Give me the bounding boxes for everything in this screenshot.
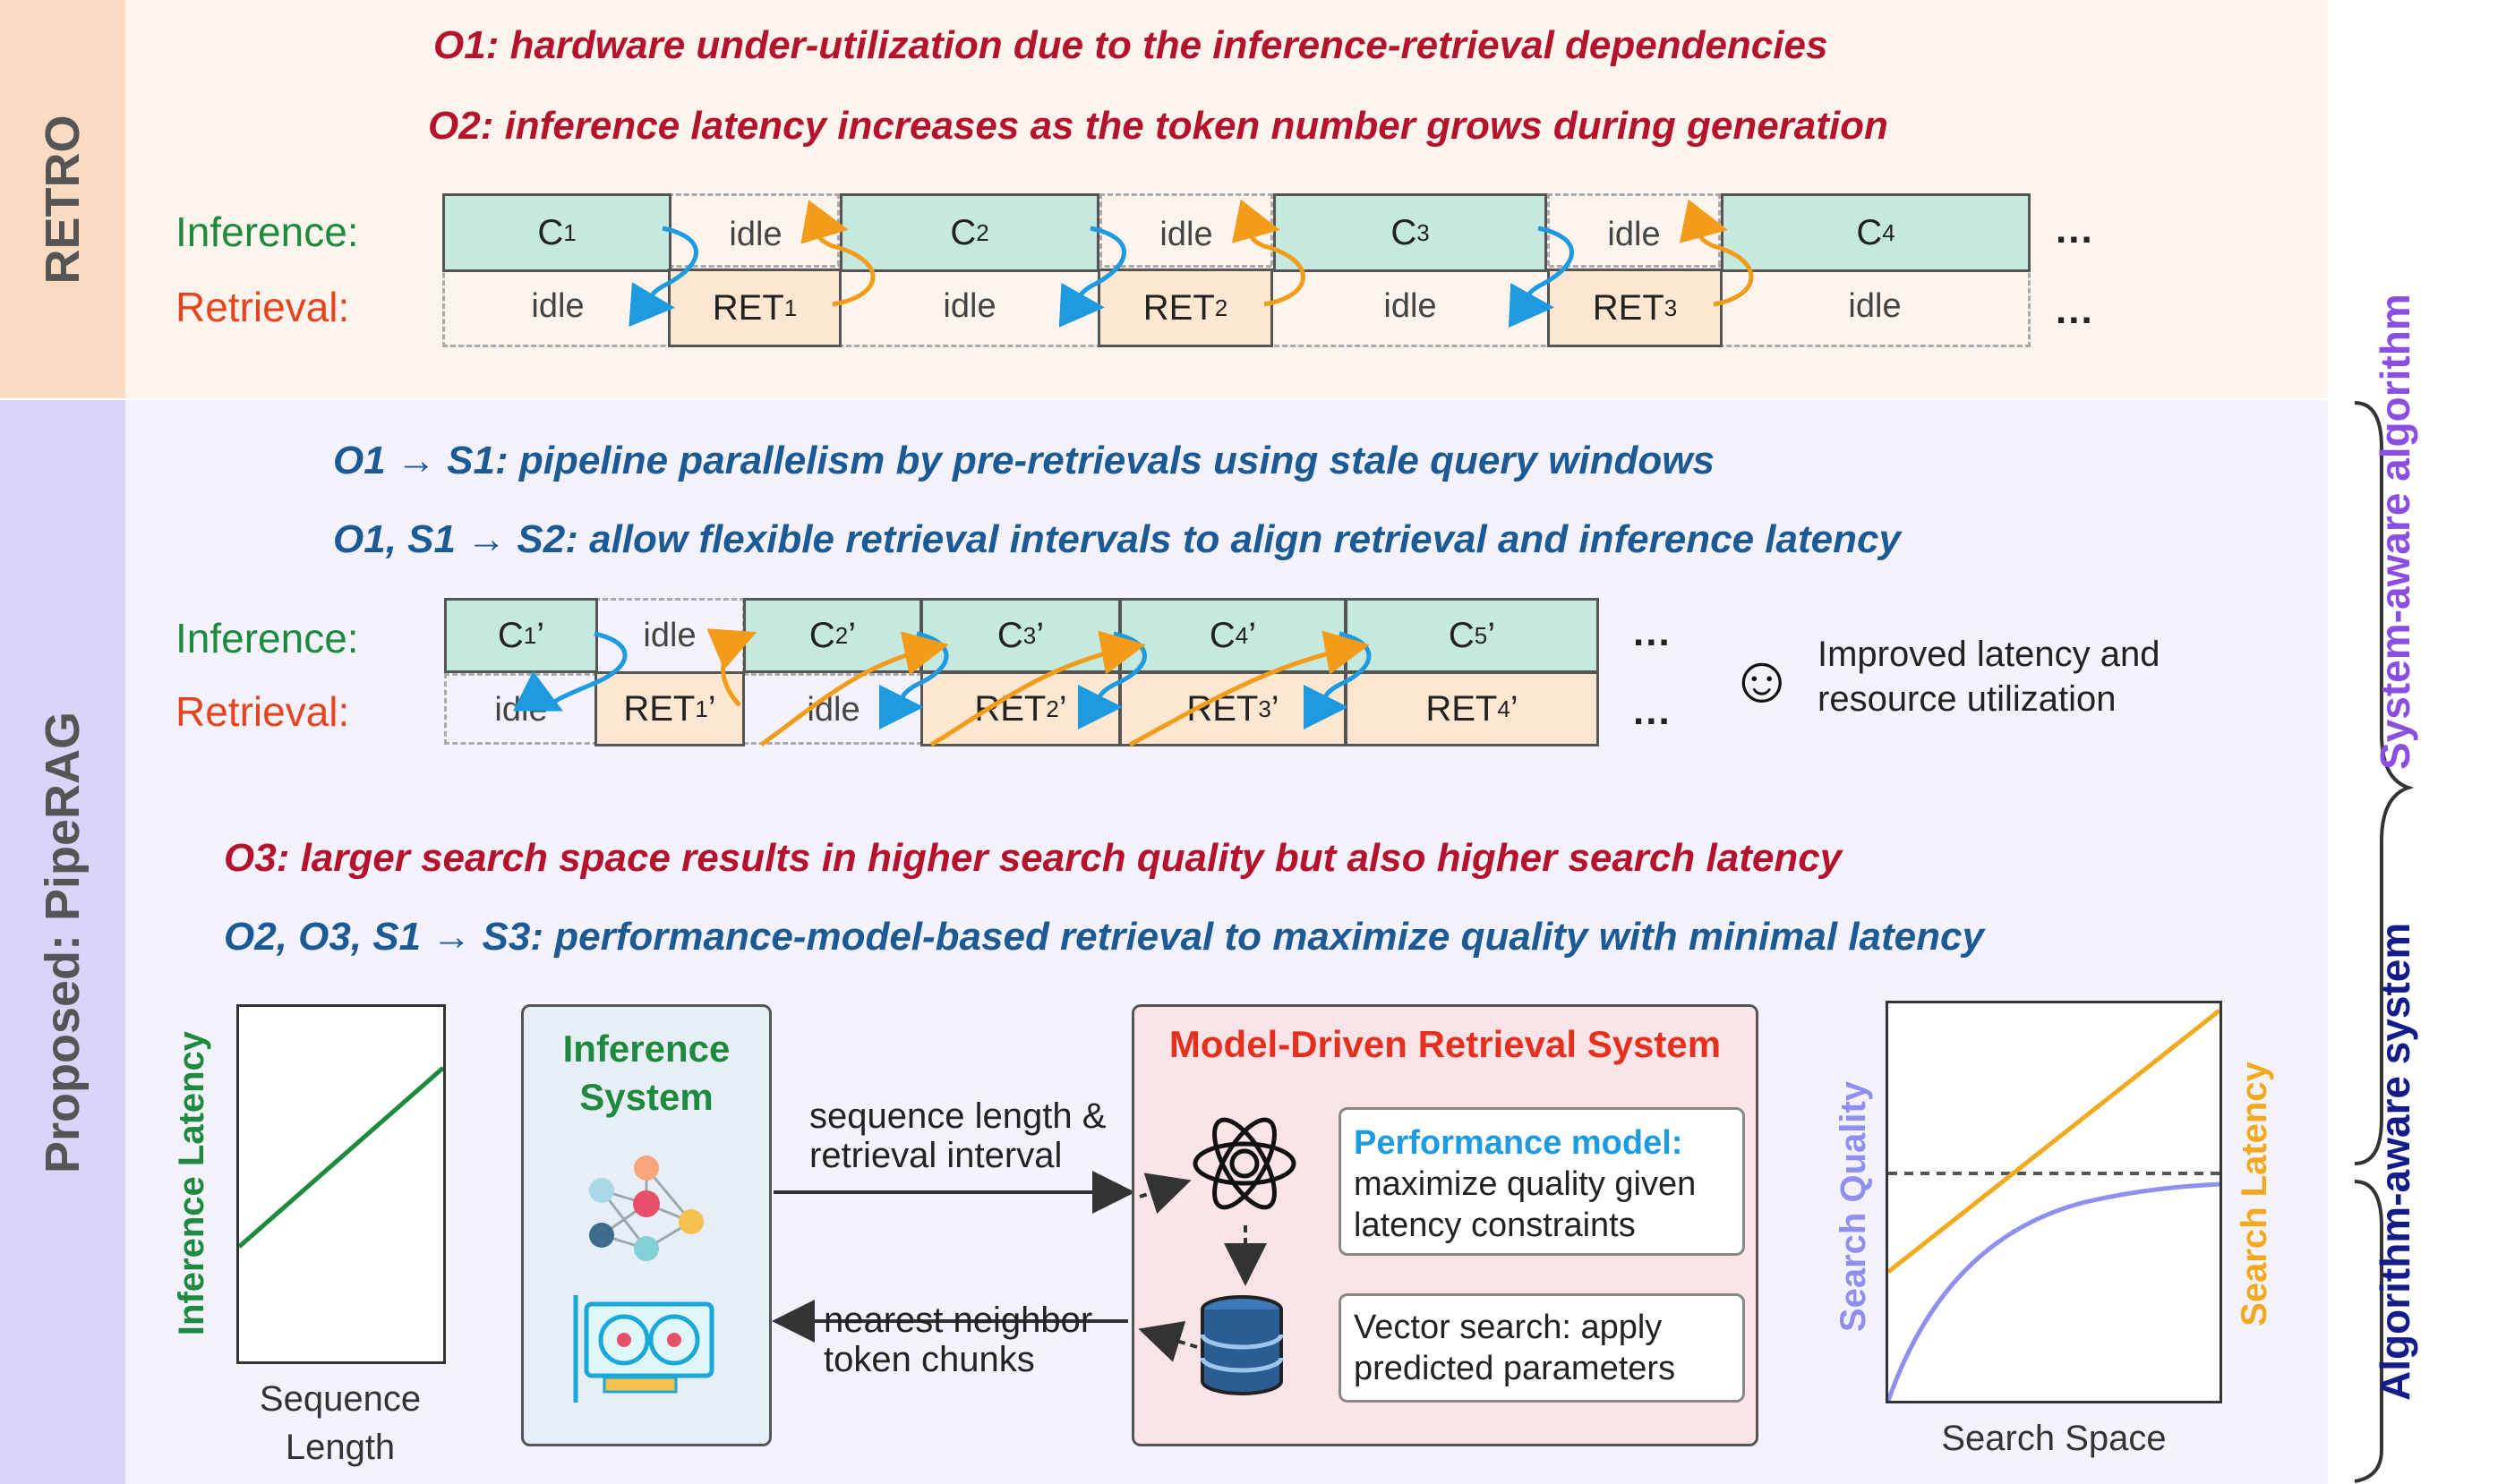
performance-model-title: Performance model: bbox=[1354, 1124, 1683, 1162]
inference-system-title: Inference System bbox=[524, 1025, 769, 1122]
system-arrows bbox=[772, 1171, 1135, 1343]
inference-latency-line bbox=[237, 1066, 445, 1249]
inference-system-title-line1: Inference bbox=[562, 1028, 731, 1070]
pipe-retrieval-label: Retrieval: bbox=[175, 688, 350, 735]
search-space-plot bbox=[1886, 1009, 2221, 1402]
performance-model-line2: latency constraints bbox=[1354, 1207, 1636, 1244]
database-icon bbox=[1200, 1295, 1284, 1395]
solution-s2: O1, S1 → S2: allow flexible retrieval in… bbox=[333, 517, 1901, 561]
arrow-bottom-label-line1: nearest neighbor bbox=[824, 1301, 1093, 1340]
neural-network-icon bbox=[589, 1156, 704, 1261]
left-chart-xlabel-line1: Sequence bbox=[259, 1379, 422, 1419]
retrieval-system-box: Model-Driven Retrieval System Performanc… bbox=[1132, 1004, 1758, 1446]
performance-model-line1: maximize quality given bbox=[1354, 1165, 1697, 1203]
side-braces bbox=[2354, 401, 2415, 1483]
retro-retrieval-ellipsis: ... bbox=[2056, 288, 2094, 332]
pipe-retrieval-ellipsis: ... bbox=[1633, 689, 1672, 733]
pipe-dependency-arrows bbox=[513, 628, 1372, 747]
right-chart-xlabel: Search Space bbox=[1941, 1419, 2167, 1458]
smiley-icon: ☺ bbox=[1728, 642, 1796, 716]
observation-o1: O1: hardware under-utilization due to th… bbox=[433, 23, 1828, 67]
piperag-side-label: Proposed: PipeRAG bbox=[0, 400, 125, 1484]
brace-label-top: System-aware algorithm bbox=[2372, 294, 2418, 770]
brace-label-top-wrap: System-aware algorithm bbox=[2216, 294, 2506, 770]
retro-retrieval-idle-1: idle bbox=[531, 286, 585, 325]
pipe-retrieval-idle-2: idle bbox=[807, 690, 860, 729]
retro-retrieval-idle-3: idle bbox=[1383, 286, 1437, 325]
model-atom-icon bbox=[1193, 1117, 1296, 1210]
improved-line-1: Improved latency and bbox=[1817, 635, 2160, 674]
search-quality-curve bbox=[1886, 1181, 2220, 1402]
left-chart-xlabel-line2: Length bbox=[285, 1428, 396, 1467]
arrow-bottom-label-line2: token chunks bbox=[824, 1340, 1035, 1379]
solution-s3: O2, O3, S1 → S3: performance-model-based… bbox=[224, 915, 1984, 959]
gpu-icon bbox=[573, 1295, 714, 1403]
vector-search-line1: Vector search: apply bbox=[1354, 1309, 1663, 1346]
retro-inference-idle-2: idle bbox=[1159, 215, 1213, 253]
right-chart-ylabel-right: Search Latency bbox=[2235, 1062, 2274, 1326]
left-chart-ylabel-wrap: Inference Latency bbox=[0, 1031, 389, 1335]
inference-system-box: Inference System bbox=[521, 1004, 772, 1446]
vector-search-box: Vector search: apply predicted parameter… bbox=[1339, 1293, 1745, 1403]
observation-o3: O3: larger search space results in highe… bbox=[224, 836, 1843, 880]
right-chart-ylabel-left: Search Quality bbox=[1834, 1080, 1873, 1333]
vector-search-line2: predicted parameters bbox=[1354, 1350, 1676, 1387]
inference-system-title-line2: System bbox=[579, 1076, 714, 1118]
pipe-inference-idle: idle bbox=[643, 616, 697, 654]
retro-inference-ellipsis: ... bbox=[2056, 208, 2094, 252]
pipe-inference-ellipsis: ... bbox=[1633, 610, 1672, 654]
search-latency-line bbox=[1886, 1009, 2221, 1274]
retro-side-label: RETRO bbox=[0, 0, 125, 398]
retro-inference-idle-1: idle bbox=[729, 215, 783, 253]
pipe-retrieval-idle-track-2 bbox=[743, 673, 922, 745]
retro-retrieval-idle-2: idle bbox=[943, 286, 996, 325]
brace-algorithm-aware bbox=[2354, 1180, 2383, 1483]
retro-retrieval-label: Retrieval: bbox=[175, 284, 350, 330]
retro-dependency-arrows bbox=[629, 199, 1754, 328]
retro-inference-label: Inference: bbox=[175, 209, 359, 255]
inference-latency-chart bbox=[236, 1004, 446, 1364]
arrow-top-label-line1: sequence length & bbox=[809, 1096, 1107, 1136]
internal-arrows bbox=[1138, 1173, 1267, 1362]
improved-line-2: resource utilization bbox=[1817, 679, 2117, 719]
performance-model-box: Performance model: maximize quality give… bbox=[1339, 1107, 1745, 1256]
search-space-chart bbox=[1886, 1001, 2222, 1403]
right-chart-ylabel-right-wrap: Search Latency bbox=[2057, 1062, 2451, 1326]
piperag-label-text: Proposed: PipeRAG bbox=[36, 711, 90, 1173]
right-chart-ylabel-left-wrap: Search Quality bbox=[1656, 1081, 2050, 1332]
retro-inference-idle-3: idle bbox=[1607, 215, 1661, 253]
pipe-inference-label: Inference: bbox=[175, 615, 359, 661]
left-chart-ylabel: Inference Latency bbox=[172, 1030, 211, 1336]
solution-s1: O1 → S1: pipeline parallelism by pre-ret… bbox=[333, 439, 1715, 482]
left-chart-xlabel: Sequence Length bbox=[233, 1375, 448, 1471]
dashed-arrow-out bbox=[1138, 1320, 1198, 1362]
brace-system-aware bbox=[2354, 401, 2415, 1165]
retro-retrieval-idle-4: idle bbox=[1848, 286, 1902, 325]
retrieval-system-title: Model-Driven Retrieval System bbox=[1168, 1023, 1722, 1065]
dashed-arrow-in bbox=[1139, 1173, 1192, 1215]
observation-o2: O2: inference latency increases as the t… bbox=[428, 104, 1888, 148]
arrow-top-label-line2: retrieval interval bbox=[809, 1136, 1063, 1175]
